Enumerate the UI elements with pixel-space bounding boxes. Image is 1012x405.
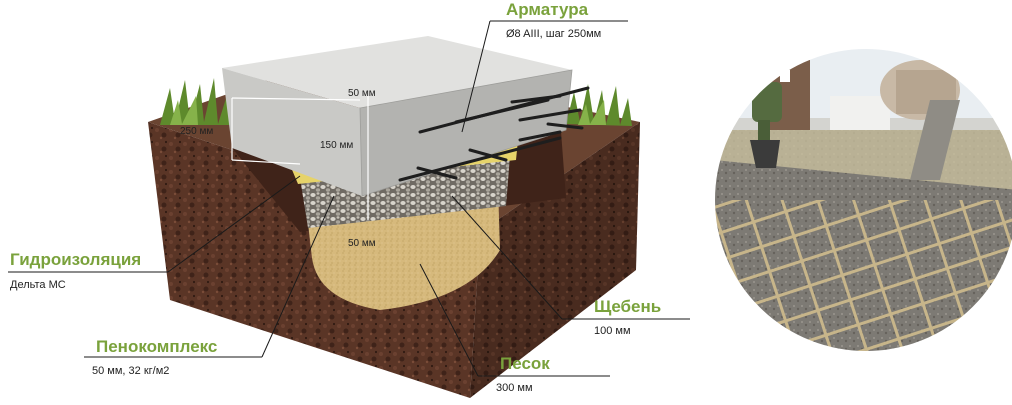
penokompleks-title: Пенокомплекс [96, 337, 218, 356]
dimension-total: 250 мм [180, 126, 214, 137]
rebar-mesh-icon [714, 200, 1012, 352]
shcheben-title: Щебень [594, 297, 662, 316]
concrete-chute-icon [910, 100, 960, 180]
shcheben-sub: 100 мм [594, 325, 631, 337]
callout-lines [8, 20, 690, 377]
rebar-grid [398, 86, 590, 182]
penokompleks-sub: 50 мм, 32 кг/м2 [92, 365, 170, 377]
armatura-title: Арматура [506, 0, 589, 19]
dimension-lines [231, 96, 369, 220]
dimension-bottom: 50 мм [348, 238, 376, 249]
soil-right-face [470, 122, 640, 398]
grass-left [160, 78, 232, 125]
gidroizolyatsiya-title: Гидроизоляция [10, 250, 142, 269]
grass-right [566, 84, 632, 126]
dimension-top: 50 мм [348, 88, 376, 99]
armatura-sub: Ø8 AIII, шаг 250мм [506, 28, 602, 40]
dimension-slab: 150 мм [320, 140, 354, 151]
pesok-sub: 300 мм [496, 382, 533, 394]
gidroizolyatsiya-sub: Дельта МС [10, 279, 66, 291]
pesok-title: Песок [500, 354, 550, 373]
